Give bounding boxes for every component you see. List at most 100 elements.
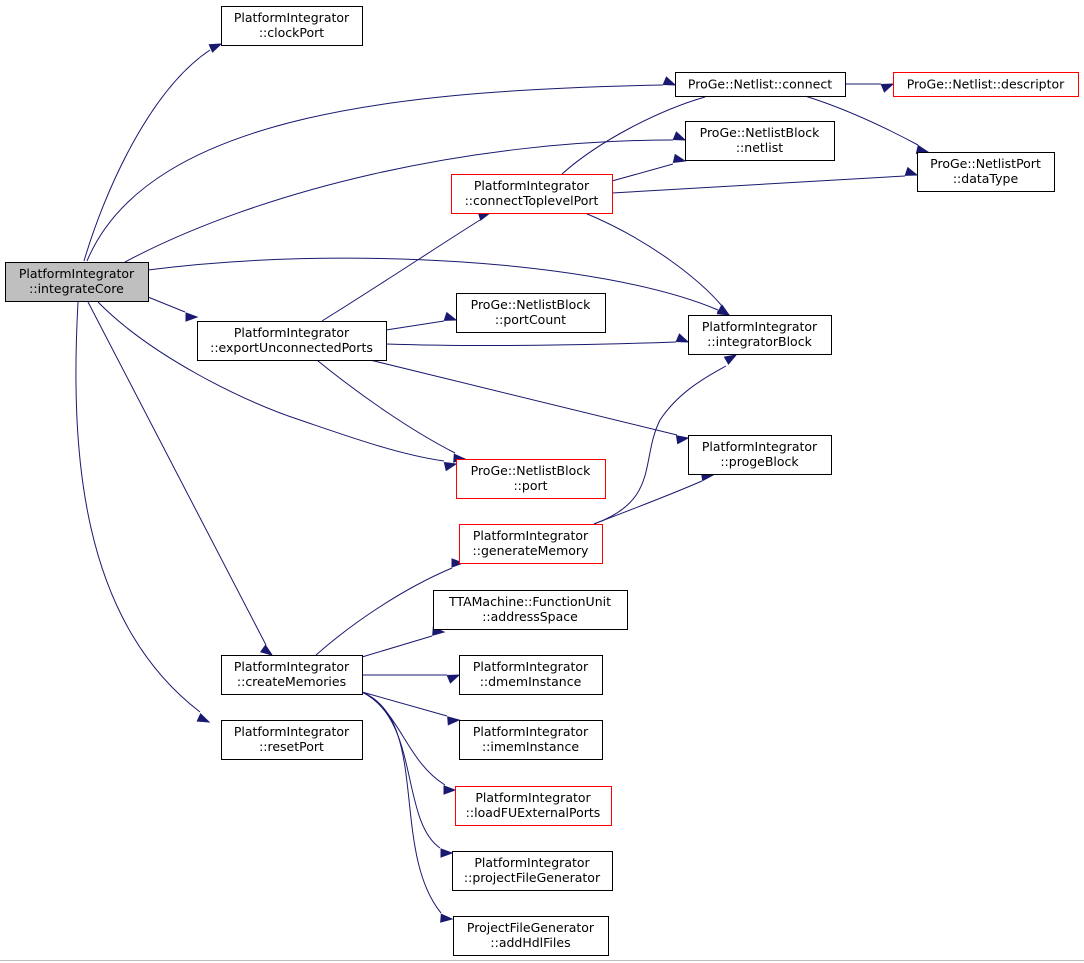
node-method-label: ::addressSpace (482, 609, 578, 624)
node-class-label: ProGe::NetlistBlock (700, 125, 821, 140)
node-box (688, 435, 832, 475)
edge-connect-to-descriptor (845, 83, 895, 93)
node-resetPort[interactable]: PlatformIntegrator::resetPort (221, 720, 363, 760)
arrowhead (716, 305, 731, 316)
node-box (685, 121, 835, 161)
node-addHdlFiles[interactable]: ProjectFileGenerator::addHdlFiles (453, 916, 609, 956)
edge-createMemories-to-dmemInstance (362, 674, 461, 684)
edge-createMemories-to-generateMemory (315, 558, 465, 656)
node-connect[interactable]: ProGe::Netlist::connect (675, 72, 846, 97)
node-loadFUExternalPorts[interactable]: PlatformIntegrator::loadFUExternalPorts (455, 786, 612, 826)
node-method-label: ::resetPort (259, 739, 324, 754)
node-exportUnconnectedPorts[interactable]: PlatformIntegrator::exportUnconnectedPor… (197, 321, 387, 361)
node-method-label: ::clockPort (259, 25, 324, 40)
edge-createMemories-to-addHdlFiles (361, 691, 454, 923)
node-class-label: PlatformIntegrator (702, 439, 818, 454)
node-box (459, 720, 603, 760)
node-class-label: PlatformIntegrator (474, 855, 590, 870)
node-class-label: ProGe::NetlistPort (930, 156, 1041, 171)
edge-line (147, 296, 186, 313)
node-box (459, 655, 603, 695)
edge-line (385, 320, 445, 331)
node-addressSpace[interactable]: TTAMachine::FunctionUnit::addressSpace (433, 590, 628, 630)
node-generateMemory[interactable]: PlatformIntegrator::generateMemory (459, 524, 603, 564)
edge-line (361, 691, 446, 786)
node-class-label: TTAMachine::FunctionUnit (448, 594, 611, 609)
node-projectFileGenerator[interactable]: PlatformIntegrator::projectFileGenerator (452, 851, 613, 891)
node-box (451, 174, 613, 214)
edges (75, 43, 930, 923)
bottom-border (0, 960, 1084, 961)
node-box (455, 786, 612, 826)
node-port[interactable]: ProGe::NetlistBlock::port (456, 459, 606, 499)
node-box (197, 321, 387, 361)
node-method-label: ::projectFileGenerator (464, 870, 601, 885)
arrowhead (440, 848, 454, 858)
node-method-label: ::port (513, 478, 547, 493)
edge-line (317, 360, 456, 454)
node-box (688, 315, 832, 355)
edge-line (75, 301, 201, 713)
edge-connectToplevelPort-to-netlist (611, 153, 687, 182)
arrowhead (259, 644, 274, 656)
node-portCount[interactable]: ProGe::NetlistBlock::portCount (456, 293, 606, 333)
node-method-label: ::integrateCore (29, 281, 124, 296)
node-netlist[interactable]: ProGe::NetlistBlock::netlist (685, 121, 835, 161)
node-descriptor[interactable]: ProGe::Netlist::descriptor (893, 72, 1079, 97)
node-imemInstance[interactable]: PlatformIntegrator::imemInstance (459, 720, 603, 760)
node-box (459, 524, 603, 564)
arrowhead (185, 312, 199, 322)
node-dmemInstance[interactable]: PlatformIntegrator::dmemInstance (459, 655, 603, 695)
node-class-label: PlatformIntegrator (473, 724, 589, 739)
node-class-label: PlatformIntegrator (474, 178, 590, 193)
node-method-label: ::portCount (495, 312, 566, 327)
edge-line (87, 301, 267, 646)
node-box (433, 590, 628, 630)
node-box (917, 152, 1055, 192)
edge-line (361, 691, 441, 849)
edge-line (97, 301, 445, 462)
arrowhead (672, 131, 687, 141)
edge-integrateCore-to-resetPort (75, 301, 211, 723)
node-class-label: PlatformIntegrator (234, 10, 350, 25)
edge-createMemories-to-imemInstance (361, 691, 461, 726)
node-class-label: ProGe::Netlist::connect (688, 77, 832, 92)
node-box (456, 293, 606, 333)
node-box (456, 459, 606, 499)
node-integrateCore[interactable]: PlatformIntegrator::integrateCore (5, 262, 149, 302)
node-class-label: PlatformIntegrator (473, 659, 589, 674)
arrowhead (196, 712, 211, 723)
edge-generateMemory-to-integratorBlock (593, 354, 738, 525)
edge-line (593, 480, 703, 525)
node-box (675, 72, 846, 97)
arrowhead (443, 785, 457, 795)
node-box (221, 6, 363, 46)
node-box (221, 720, 363, 760)
node-method-label: ::connectToplevelPort (465, 193, 599, 208)
edge-exportUnconnectedPorts-to-connectToplevelPort (321, 211, 492, 322)
node-box (452, 851, 613, 891)
node-clockPort[interactable]: PlatformIntegrator::clockPort (221, 6, 363, 46)
node-connectToplevelPort[interactable]: PlatformIntegrator::connectToplevelPort (451, 174, 613, 214)
arrowhead (443, 462, 458, 472)
node-class-label: ProGe::Netlist::descriptor (907, 77, 1065, 92)
edge-line (584, 212, 723, 307)
node-method-label: ::dataType (953, 171, 1019, 186)
arrowhead (723, 354, 738, 365)
arrowhead (904, 166, 919, 176)
node-integratorBlock[interactable]: PlatformIntegrator::integratorBlock (688, 315, 832, 355)
node-method-label: ::imemInstance (482, 739, 579, 754)
node-class-label: ProGe::NetlistBlock (471, 297, 592, 312)
edge-line (611, 163, 674, 182)
node-method-label: ::integratorBlock (707, 334, 812, 349)
node-dataType[interactable]: ProGe::NetlistPort::dataType (917, 152, 1055, 192)
arrowhead (672, 153, 687, 163)
edge-line (361, 635, 433, 658)
edge-line (321, 219, 481, 322)
node-createMemories[interactable]: PlatformIntegrator::createMemories (221, 655, 363, 695)
node-class-label: PlatformIntegrator (702, 319, 818, 334)
node-progeBlock[interactable]: PlatformIntegrator::progeBlock (688, 435, 832, 475)
node-box (893, 72, 1079, 97)
edge-line (86, 84, 664, 262)
arrowhead (447, 716, 461, 726)
